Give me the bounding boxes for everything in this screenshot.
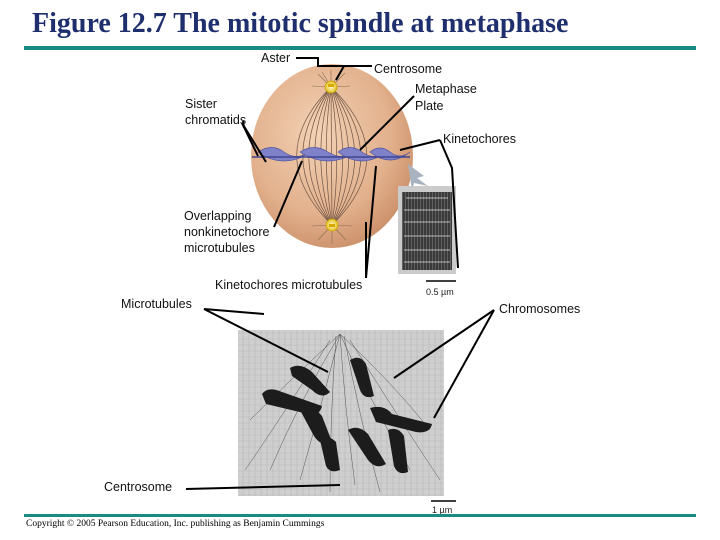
leader-lines bbox=[185, 57, 495, 490]
label-kinetochore-microtubules: Kinetochores microtubules bbox=[215, 278, 362, 292]
inset-arrow bbox=[408, 164, 428, 191]
figure-title: Figure 12.7 The mitotic spindle at metap… bbox=[32, 8, 569, 39]
label-centrosome-bottom: Centrosome bbox=[104, 480, 172, 494]
footer-rule bbox=[24, 514, 696, 517]
label-centrosome-top: Centrosome bbox=[374, 62, 442, 76]
label-overlapping-line1: Overlapping bbox=[184, 209, 251, 223]
copyright-text: Copyright © 2005 Pearson Education, Inc.… bbox=[26, 519, 325, 529]
centrosome-bottom bbox=[325, 218, 339, 232]
title-rule bbox=[24, 46, 696, 50]
label-metaphase-plate-line2: Plate bbox=[415, 99, 444, 113]
label-sister-chromatids-line2: chromatids bbox=[185, 113, 246, 127]
label-chromosomes: Chromosomes bbox=[499, 302, 580, 316]
label-overlapping-line3: microtubules bbox=[184, 241, 255, 255]
centrosome-top bbox=[324, 80, 338, 94]
label-metaphase-plate-line1: Metaphase bbox=[415, 82, 477, 96]
top-scale-label: 0.5 µm bbox=[426, 287, 454, 297]
label-microtubules: Microtubules bbox=[121, 297, 192, 311]
bottom-scale-label: 1 µm bbox=[432, 505, 452, 515]
label-overlapping-line2: nonkinetochore bbox=[184, 225, 270, 239]
microtubules-micrograph bbox=[238, 330, 444, 496]
label-aster: Aster bbox=[261, 51, 290, 65]
kinetochore-micrograph bbox=[398, 186, 456, 274]
label-sister-chromatids-line1: Sister bbox=[185, 97, 217, 111]
label-kinetochores: Kinetochores bbox=[443, 132, 516, 146]
